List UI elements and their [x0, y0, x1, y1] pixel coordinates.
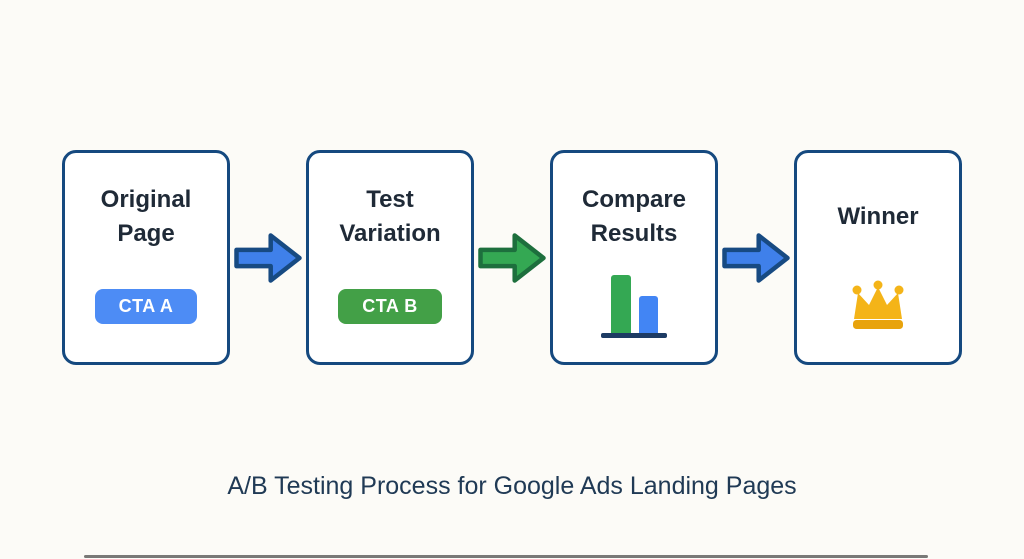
icon-area [840, 269, 916, 343]
step-test-variation: Test Variation CTA B [306, 150, 474, 365]
cta-b-button: CTA B [338, 288, 442, 324]
arrow-shape [478, 232, 546, 283]
step-original-page: Original Page CTA A [62, 150, 230, 365]
arrow-1 [230, 229, 306, 287]
step-compare-results: Compare Results [550, 150, 718, 365]
chart-bar-blue [638, 295, 658, 333]
arrow-3 [718, 229, 794, 287]
right-arrow-icon [478, 232, 546, 283]
chart-bars [610, 274, 658, 333]
step-title: Original Page [100, 186, 192, 247]
step-winner: Winner [794, 150, 962, 365]
step-title: Test Variation [339, 186, 441, 247]
arrow-2 [474, 229, 550, 287]
process-flow: Original Page CTA A Test Variation CTA B… [0, 150, 1024, 365]
right-arrow-icon [234, 232, 302, 283]
icon-area: CTA A [94, 269, 198, 343]
arrow-shape [722, 232, 790, 283]
bottom-divider [84, 555, 928, 558]
step-title: Winner [837, 203, 919, 231]
chart-baseline [601, 332, 667, 338]
icon-area: CTA B [338, 269, 442, 343]
crown-icon [852, 280, 904, 329]
cta-a-button: CTA A [94, 288, 198, 324]
bar-chart-icon [601, 274, 667, 338]
arrow-shape [234, 232, 302, 283]
step-title: Compare Results [581, 186, 687, 247]
diagram-caption: A/B Testing Process for Google Ads Landi… [227, 472, 797, 500]
right-arrow-icon [722, 232, 790, 283]
icon-area [601, 269, 667, 343]
chart-bar-green [610, 274, 631, 333]
